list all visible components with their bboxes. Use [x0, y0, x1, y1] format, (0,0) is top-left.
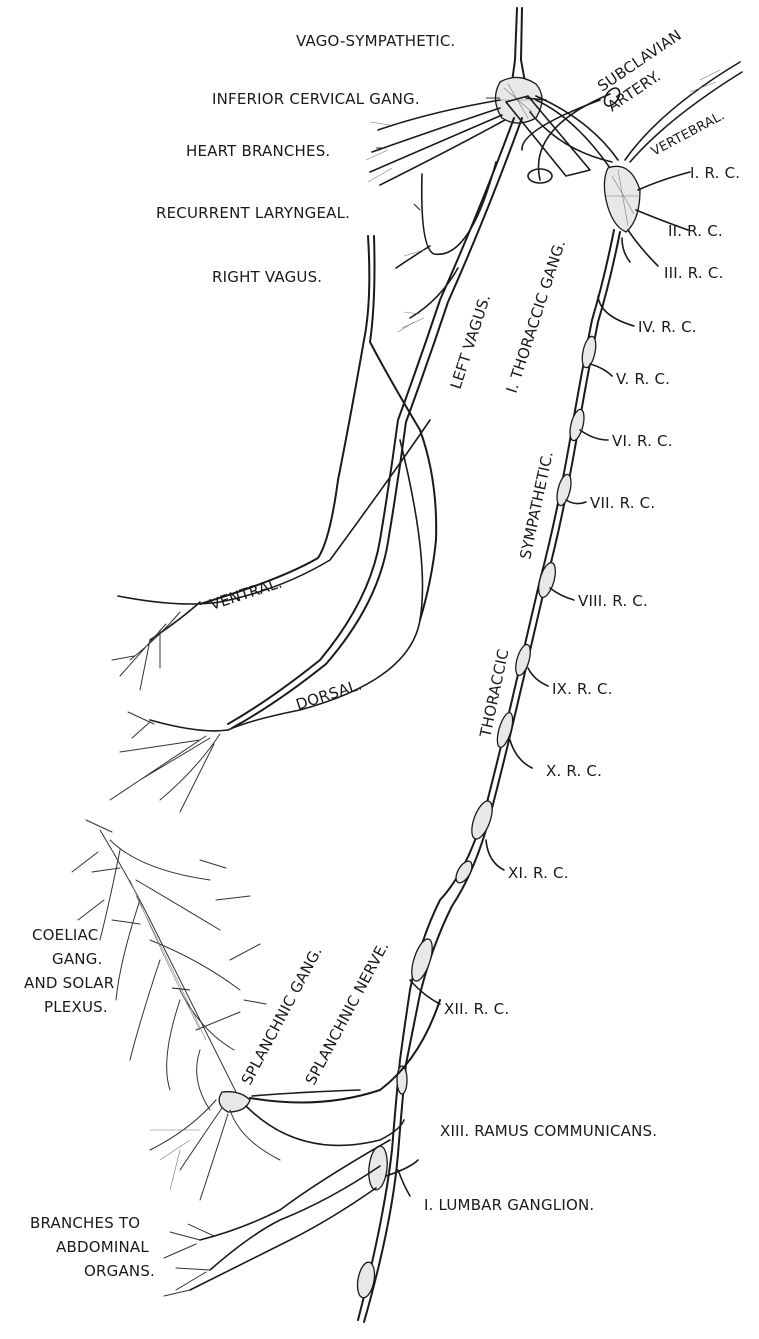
label-left-vagus: LEFT VAGUS.	[447, 292, 495, 391]
first-thoracic-ganglion	[604, 166, 640, 232]
label-ramus-9: IX. R. C.	[552, 680, 613, 698]
dorsal-branch	[110, 440, 423, 812]
label-ramus-10: X. R. C.	[546, 762, 602, 780]
label-ramus-4: IV. R. C.	[638, 318, 697, 336]
label-vertebral: VERTEBRAL.	[649, 108, 728, 159]
label-sympathetic: SYMPATHETIC.	[516, 450, 556, 561]
label-branches-1: BRANCHES TO	[30, 1214, 140, 1232]
label-coeliac-4: PLEXUS.	[44, 998, 108, 1016]
label-ramus-7: VII. R. C.	[590, 494, 655, 512]
label-recurrent-laryngeal: RECURRENT LARYNGEAL.	[156, 204, 350, 222]
recurrent-laryngeal	[396, 162, 496, 268]
right-vagus	[200, 236, 436, 620]
label-branches-2: ABDOMINAL	[56, 1238, 149, 1256]
label-heart-branches: HEART BRANCHES.	[186, 142, 330, 160]
abdominal-branches	[164, 1140, 390, 1296]
label-ramus-8: VIII. R. C.	[578, 592, 648, 610]
label-thoracic-gang: I. THORACCIC GANG.	[503, 238, 569, 395]
label-branches-3: ORGANS.	[84, 1262, 155, 1280]
label-ramus-11: XI. R. C.	[508, 864, 569, 882]
label-xiii-ramus: XIII. RAMUS COMMUNICANS.	[440, 1122, 657, 1140]
ventral-branch	[112, 420, 430, 690]
heart-branches	[366, 100, 505, 185]
label-ventral: VENTRAL.	[208, 574, 285, 614]
label-ramus-6: VI. R. C.	[612, 432, 673, 450]
label-ramus-12: XII. R. C.	[444, 1000, 509, 1018]
label-ramus-2: II. R. C.	[668, 222, 723, 240]
label-lumbar-ganglion: I. LUMBAR GANGLION.	[424, 1196, 594, 1214]
rami-labels: I. R. C. II. R. C. III. R. C. IV. R. C. …	[444, 164, 740, 1018]
label-right-vagus: RIGHT VAGUS.	[212, 268, 322, 286]
label-ramus-5: V. R. C.	[616, 370, 670, 388]
label-coeliac-3: AND SOLAR	[24, 974, 114, 992]
label-coeliac-2: GANG.	[52, 950, 103, 968]
label-ramus-1: I. R. C.	[690, 164, 740, 182]
label-ramus-3: III. R. C.	[664, 264, 723, 282]
label-vago-sympathetic: VAGO-SYMPATHETIC.	[296, 32, 456, 50]
label-inferior-cervical-gang: INFERIOR CERVICAL GANG.	[212, 90, 420, 108]
ansa-subclavia	[530, 96, 618, 168]
label-coeliac-1: COELIAC	[32, 926, 98, 944]
vago-sympathetic-trunk	[495, 8, 542, 123]
